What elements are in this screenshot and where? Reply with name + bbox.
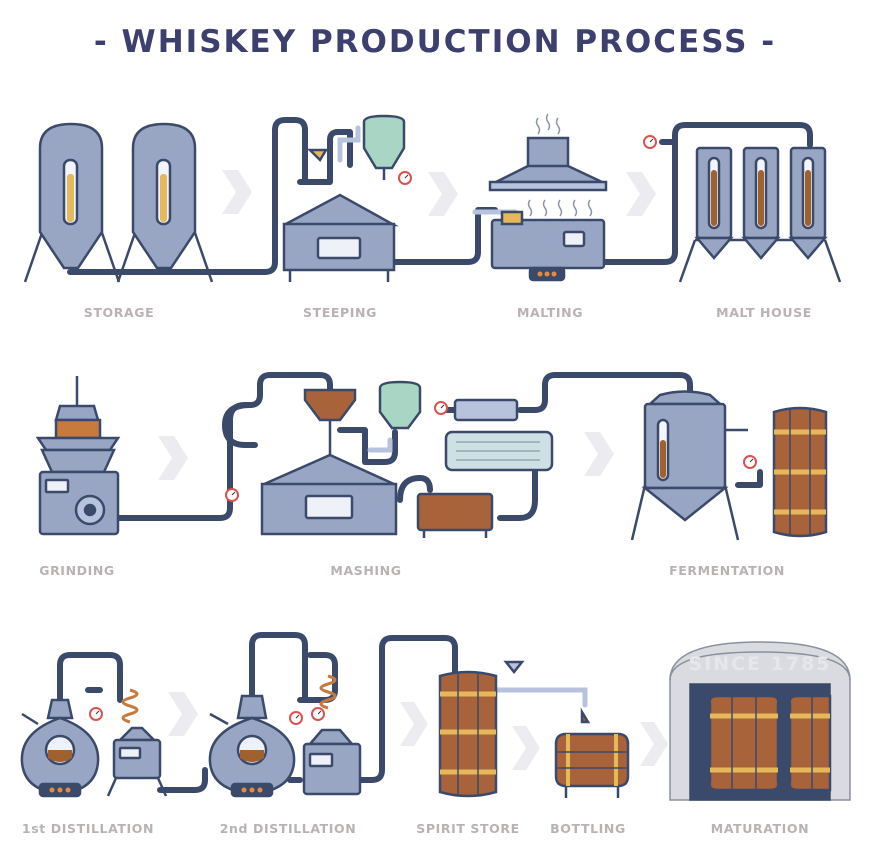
pipes — [57, 117, 813, 793]
label-malting: MALTING — [516, 305, 584, 320]
malt-house-tanks — [642, 134, 842, 283]
malting-kiln — [488, 113, 608, 282]
maturation-sign: SINCE 1785 — [688, 653, 831, 675]
steeping-tank — [282, 114, 413, 282]
label-steeping: STEEPING — [303, 305, 377, 320]
mashing-tun — [224, 380, 554, 538]
arrow-icon — [584, 432, 614, 476]
storage-silos — [23, 122, 214, 283]
label-spirit-store: SPIRIT STORE — [416, 821, 520, 836]
arrow-icon — [428, 172, 458, 216]
spirit-store-barrel — [438, 660, 525, 798]
arrow-icon — [626, 172, 656, 216]
label-storage: STORAGE — [83, 305, 155, 320]
arrow-icon — [400, 702, 428, 746]
label-malt-house: MALT HOUSE — [716, 305, 812, 320]
label-fermentation: FERMENTATION — [669, 563, 785, 578]
flow-arrows — [158, 170, 668, 770]
second-still — [208, 674, 362, 798]
arrow-icon — [640, 722, 668, 766]
arrow-icon — [168, 692, 198, 736]
bottling-cask — [554, 707, 630, 798]
arrow-icon — [222, 170, 252, 214]
fermentation-vessel — [630, 390, 758, 541]
fermentation-barrel — [772, 406, 828, 538]
grinding-mill — [35, 376, 121, 536]
maturation-barrels — [708, 694, 832, 792]
arrow-icon — [158, 436, 188, 480]
label-grinding: GRINDING — [39, 563, 115, 578]
arrow-icon — [512, 726, 540, 770]
label-bottling: BOTTLING — [550, 821, 626, 836]
label-first-distillation: 1st DISTILLATION — [21, 821, 155, 836]
first-still — [20, 688, 168, 798]
label-second-distillation: 2nd DISTILLATION — [219, 821, 357, 836]
label-mashing: MASHING — [330, 563, 402, 578]
page-title: - WHISKEY PRODUCTION PROCESS - — [93, 24, 777, 60]
label-maturation: MATURATION — [710, 821, 810, 836]
